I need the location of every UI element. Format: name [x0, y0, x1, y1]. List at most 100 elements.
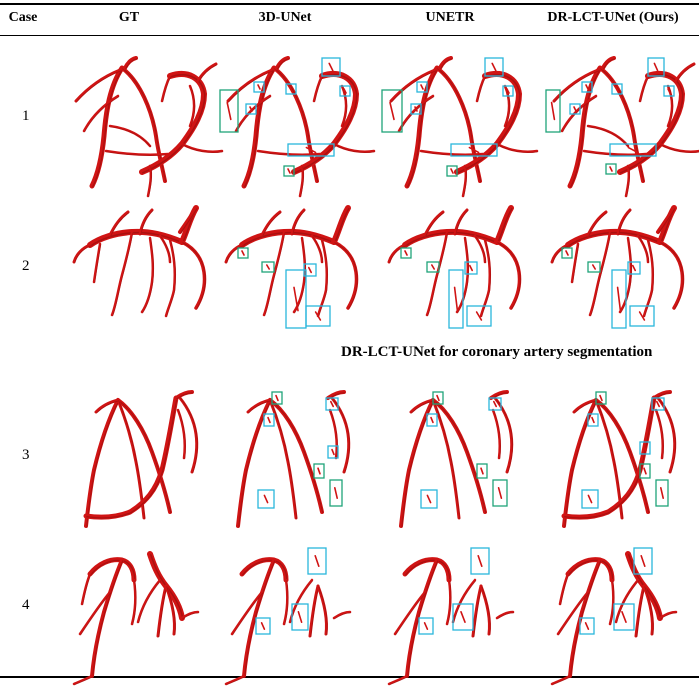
- vessel-branch: [331, 205, 351, 245]
- vessel-shading: [457, 238, 469, 314]
- vessel-shading: [226, 245, 244, 264]
- false-negative-box: [613, 603, 635, 631]
- vessel-shading: [570, 560, 602, 678]
- header-gt: GT: [118, 10, 140, 25]
- vessel-shading: [94, 244, 102, 284]
- false-negative-box: [327, 445, 339, 459]
- vessel-branch: [78, 590, 112, 636]
- vessel-shading: [334, 612, 352, 620]
- vessel-shading: [495, 398, 513, 474]
- vessel-shading: [638, 236, 650, 264]
- vessel-shading: [562, 96, 598, 133]
- vessel-branch: [326, 390, 346, 400]
- vessel-branch: [387, 243, 407, 264]
- vessel-branch: [94, 398, 120, 414]
- vessel-shading: [427, 232, 449, 317]
- vessel-branch: [399, 398, 435, 528]
- vessel-shading: [558, 592, 590, 636]
- vessel-fragment: [404, 250, 408, 256]
- vessel-fragment: [328, 62, 334, 72]
- vessel-branch: [393, 590, 427, 636]
- false-negative-box: [426, 413, 438, 427]
- false-positive-box: [426, 261, 440, 273]
- vessel-shading: [178, 410, 186, 460]
- vessel-shading: [440, 58, 453, 70]
- vessel-branch: [642, 238, 655, 318]
- vessel-tree-image: [545, 56, 699, 198]
- vessel-branch: [275, 56, 290, 70]
- vessel-branch: [308, 584, 320, 638]
- false-negative-box: [464, 261, 478, 275]
- vessel-fragment: [615, 86, 619, 92]
- vessel-shading: [132, 580, 137, 626]
- vessel-branch: [453, 208, 469, 236]
- vessel-branch: [570, 242, 580, 284]
- vessel-branch: [638, 74, 650, 103]
- vessel-shading: [92, 560, 124, 678]
- vessel-shading: [242, 559, 288, 582]
- vessel-branch: [405, 558, 439, 678]
- vessel-shading: [660, 612, 678, 620]
- vessel-branch: [236, 398, 272, 528]
- vessel-shading: [497, 242, 521, 310]
- false-positive-box: [313, 463, 325, 479]
- vessel-shading: [166, 240, 176, 318]
- segmentation-cell-case2-unetr: [385, 200, 545, 345]
- vessel-shading: [590, 232, 612, 317]
- vessel-fragment: [331, 448, 335, 456]
- vessel-branch: [260, 210, 282, 237]
- false-negative-box: [627, 261, 641, 275]
- false-negative-box: [651, 397, 665, 411]
- vessel-shading: [228, 70, 274, 103]
- false-negative-box: [587, 413, 599, 427]
- vessel-tree-image: [74, 56, 224, 198]
- vessel-tree-image: [72, 551, 200, 686]
- vessel-shading: [238, 400, 272, 528]
- false-positive-box: [261, 261, 275, 273]
- vessel-shading: [180, 398, 198, 474]
- vessel-shading: [74, 676, 94, 686]
- vessel-branch: [601, 56, 616, 70]
- vessel-shading: [84, 96, 120, 133]
- segmentation-cell-case2-gt: [70, 200, 230, 345]
- segmentation-cell-case3-gt: [70, 390, 230, 535]
- vessel-shading: [292, 210, 306, 236]
- vessel-shading: [122, 68, 167, 183]
- vessel-shading: [407, 68, 439, 188]
- vessel-branch: [104, 149, 170, 157]
- false-negative-box: [452, 603, 474, 631]
- segmentation-cell-case3-3d-unet: [222, 390, 382, 535]
- vessel-fragment: [573, 106, 577, 112]
- vessel-shading: [481, 586, 491, 636]
- false-negative-box: [255, 617, 271, 635]
- vessel-tree-image: [219, 56, 376, 198]
- vessel-branch: [568, 558, 602, 678]
- vessel-shading: [603, 58, 616, 70]
- vessel-branch: [123, 56, 138, 70]
- vessel-branch: [140, 236, 155, 314]
- vessel-branch: [652, 390, 672, 400]
- vessel-tree-image: [224, 547, 352, 686]
- vessel-branch: [340, 84, 348, 128]
- vessel-branch: [180, 610, 200, 620]
- vessel-shading: [405, 559, 451, 582]
- vessel-fragment: [616, 286, 622, 312]
- false-positive-box: [595, 391, 607, 405]
- vessel-shading: [125, 58, 138, 70]
- false-positive-box: [271, 391, 283, 405]
- vessel-shading: [437, 68, 482, 183]
- false-negative-box: [488, 397, 502, 411]
- vessel-fragment: [469, 264, 473, 272]
- vessel-shading: [391, 70, 437, 103]
- vessel-fragment: [314, 555, 320, 568]
- vessel-fragment: [249, 106, 253, 112]
- vessel-fragment: [260, 622, 266, 630]
- false-negative-box: [484, 57, 504, 77]
- vessel-fragment: [638, 311, 646, 321]
- segmentation-cell-case1-3d-unet: [219, 56, 382, 201]
- vessel-fragment: [585, 84, 589, 90]
- segmentation-cell-case4-gt: [70, 544, 230, 689]
- vessel-branch: [656, 396, 677, 474]
- false-negative-box: [647, 57, 665, 77]
- vessel-branch: [494, 205, 514, 245]
